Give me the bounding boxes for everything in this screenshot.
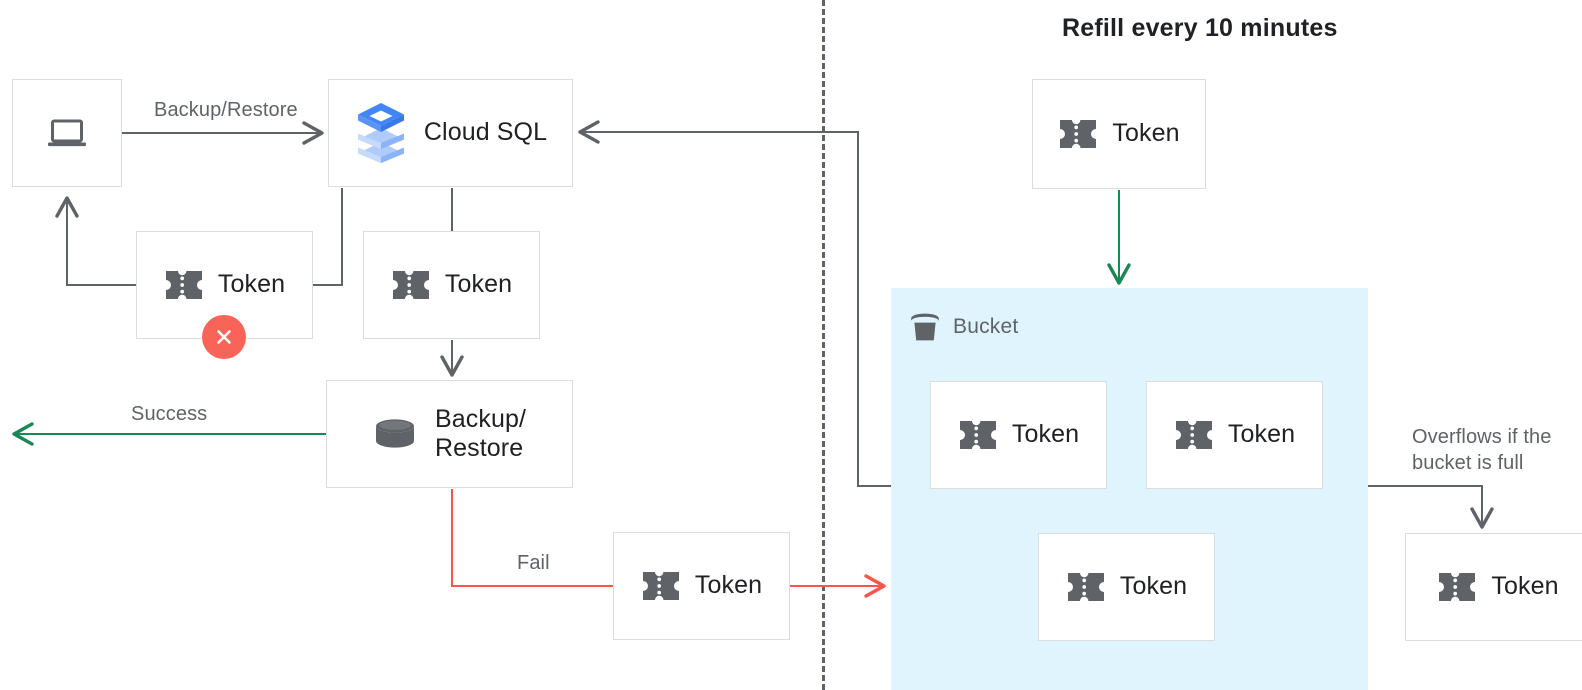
token-icon <box>165 271 202 299</box>
backup-restore-label: Backup/ Restore <box>434 404 527 463</box>
token-bucket-2-label: Token <box>1227 420 1296 449</box>
token-icon <box>1067 573 1104 601</box>
page-title: Refill every 10 minutes <box>1062 14 1338 42</box>
backup-restore-node[interactable]: Backup/ Restore <box>326 380 573 488</box>
cloud-sql-label: Cloud SQL <box>423 118 548 147</box>
token-icon <box>1439 573 1476 601</box>
token-bucket-1-label: Token <box>1011 420 1080 449</box>
token-refill-label: Token <box>1112 119 1180 148</box>
bucket-label-group: Bucket <box>908 312 1018 342</box>
bucket-label: Bucket <box>953 315 1019 338</box>
token-icon <box>1060 120 1097 148</box>
token-bucket-1-node[interactable]: Token <box>930 381 1107 489</box>
token-refill-node[interactable]: Token <box>1032 79 1206 189</box>
token-fail-label: Token <box>694 571 763 600</box>
token-bucket-3-label: Token <box>1119 572 1188 601</box>
token-icon <box>392 271 429 299</box>
laptop-icon <box>48 119 86 147</box>
cloud-sql-icon <box>357 103 404 163</box>
token-sql-node[interactable]: Token <box>363 231 540 339</box>
token-icon <box>1175 421 1212 449</box>
client-device-node[interactable] <box>12 79 122 187</box>
cloud-sql-node[interactable]: Cloud SQL <box>328 79 573 187</box>
close-icon <box>217 330 231 344</box>
edge-label-success: Success <box>131 403 208 425</box>
edge-label-backup-restore: Backup/Restore <box>154 99 298 121</box>
boundary-divider <box>822 0 825 690</box>
status-badge <box>202 315 246 359</box>
token-bucket-2-node[interactable]: Token <box>1146 381 1323 489</box>
edge-label-overflow: Overflows if the bucket is full <box>1412 426 1552 474</box>
token-icon <box>959 421 996 449</box>
token-icon <box>642 572 679 600</box>
edge-label-fail: Fail <box>517 552 550 574</box>
edge-bucket-to-cloudsql <box>578 120 891 487</box>
token-client-label: Token <box>217 270 286 299</box>
token-fail-node[interactable]: Token <box>613 532 790 640</box>
bucket-icon <box>911 313 939 341</box>
token-sql-label: Token <box>444 270 513 299</box>
edge-overflow <box>1368 485 1494 529</box>
token-overflow-node[interactable]: Token <box>1405 533 1582 641</box>
database-icon <box>375 419 414 448</box>
token-bucket-3-node[interactable]: Token <box>1038 533 1215 641</box>
token-overflow-label: Token <box>1491 572 1559 601</box>
